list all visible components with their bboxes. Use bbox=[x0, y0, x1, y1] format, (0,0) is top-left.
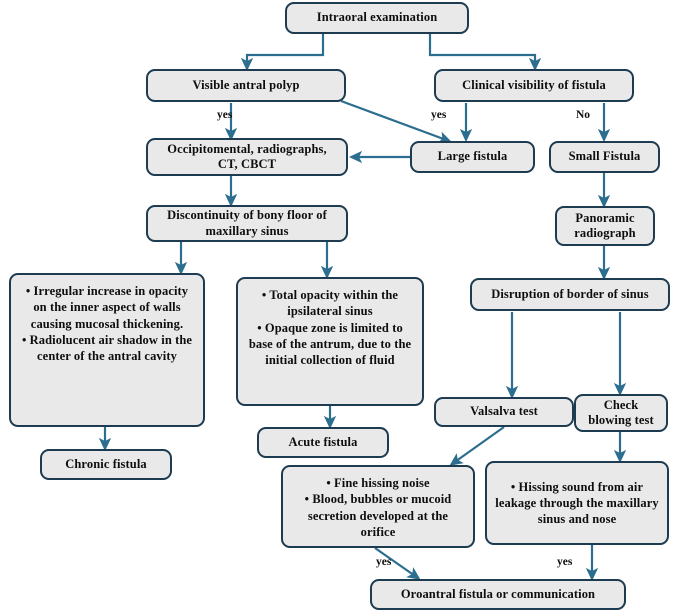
node-chronic-findings[interactable]: • Irregular increase in opacity on the i… bbox=[9, 273, 205, 427]
node-intraoral-examination[interactable]: Intraoral examination bbox=[285, 2, 469, 34]
bullet-list: • Hissing sound from air leakage through… bbox=[495, 479, 659, 528]
node-label-line1: Check bbox=[603, 397, 639, 412]
bullet-item: • Fine hissing noise bbox=[326, 476, 430, 490]
node-label-line2: CT, CBCT bbox=[217, 157, 277, 171]
edge-label-blowing-yes: yes bbox=[557, 556, 573, 568]
node-acute-findings[interactable]: • Total opacity within the ipsilateral s… bbox=[236, 277, 424, 406]
node-clinical-visibility-of-fistula[interactable]: Clinical visibility of fistula bbox=[434, 69, 634, 102]
node-oroantral-fistula[interactable]: Oroantral fistula or communication bbox=[370, 579, 626, 610]
node-small-fistula[interactable]: Small Fistula bbox=[549, 141, 660, 173]
node-label: Disruption of border of sinus bbox=[491, 286, 649, 301]
node-visible-antral-polyp[interactable]: Visible antral polyp bbox=[146, 69, 346, 102]
node-label: Visible antral polyp bbox=[192, 77, 300, 92]
node-label-multiline: Panoramic radiograph bbox=[563, 211, 647, 242]
node-chronic-fistula[interactable]: Chronic fistula bbox=[40, 449, 172, 480]
bullet-item: • Total opacity within the ipsilateral s… bbox=[261, 288, 399, 319]
node-discontinuity-bony-floor[interactable]: Discontinuity of bony floor of maxillary… bbox=[146, 205, 348, 242]
node-label-line2: blowing test bbox=[588, 413, 654, 427]
node-check-blowing-test[interactable]: Check blowing test bbox=[574, 394, 668, 432]
node-label: Clinical visibility of fistula bbox=[462, 77, 606, 92]
node-label-line1: Occipitomental, radiographs, bbox=[167, 141, 327, 156]
edge-label-polyp-yes: yes bbox=[217, 109, 233, 121]
edge-label-valsalva-yes: yes bbox=[376, 556, 392, 568]
node-disruption-of-border[interactable]: Disruption of border of sinus bbox=[470, 278, 670, 311]
edge-intraoral-to-polyp bbox=[240, 34, 325, 72]
bullet-list: • Fine hissing noise • Blood, bubbles or… bbox=[291, 475, 465, 540]
node-valsalva-findings[interactable]: • Fine hissing noise • Blood, bubbles or… bbox=[281, 465, 475, 548]
edge-valsalva-to-findings bbox=[449, 426, 505, 466]
node-acute-fistula[interactable]: Acute fistula bbox=[257, 427, 389, 458]
node-label-line1: Discontinuity of bony floor of bbox=[167, 208, 327, 223]
bullet-item: • Opaque zone is limited to base of the … bbox=[248, 320, 412, 368]
node-label-line2: maxillary sinus bbox=[205, 223, 289, 238]
bullet-item: • Hissing sound from air leakage through… bbox=[495, 479, 659, 527]
node-blowing-findings[interactable]: • Hissing sound from air leakage through… bbox=[485, 461, 669, 545]
node-large-fistula[interactable]: Large fistula bbox=[410, 141, 535, 173]
bullet-list: • Irregular increase in opacity on the i… bbox=[19, 283, 195, 364]
node-label: Acute fistula bbox=[288, 434, 358, 449]
bullet-item: • Irregular increase in opacity on the i… bbox=[25, 284, 189, 331]
bullet-list: • Total opacity within the ipsilateral s… bbox=[246, 287, 414, 368]
edge-label-fistula-yes: yes bbox=[431, 109, 447, 121]
edge-label-fistula-no: No bbox=[576, 109, 591, 121]
node-occipitomental-radiographs[interactable]: Occipitomental, radiographs, CT, CBCT bbox=[146, 138, 348, 176]
node-label-multiline: Occipitomental, radiographs, CT, CBCT bbox=[154, 142, 340, 173]
bullet-item: • Radiolucent air shadow in the center o… bbox=[21, 332, 193, 363]
node-label-line1: Panoramic bbox=[575, 210, 635, 225]
edge-intraoral-to-clinical bbox=[428, 34, 542, 72]
node-label: Chronic fistula bbox=[65, 456, 147, 471]
node-valsalva-test[interactable]: Valsalva test bbox=[434, 397, 574, 427]
node-label: Intraoral examination bbox=[316, 10, 438, 25]
edge-polyp-to-large-fistula bbox=[340, 99, 452, 144]
node-panoramic-radiograph[interactable]: Panoramic radiograph bbox=[555, 206, 655, 246]
node-label: Large fistula bbox=[437, 149, 508, 164]
node-label: Oroantral fistula or communication bbox=[400, 586, 596, 601]
node-label-line2: radiograph bbox=[574, 226, 636, 240]
node-label-multiline: Discontinuity of bony floor of maxillary… bbox=[154, 208, 340, 239]
node-label-multiline: Check blowing test bbox=[582, 398, 660, 429]
bullet-item: • Blood, bubbles or mucoid secretion dev… bbox=[304, 492, 452, 539]
node-label: Valsalva test bbox=[470, 404, 538, 419]
node-label: Small Fistula bbox=[568, 149, 641, 164]
